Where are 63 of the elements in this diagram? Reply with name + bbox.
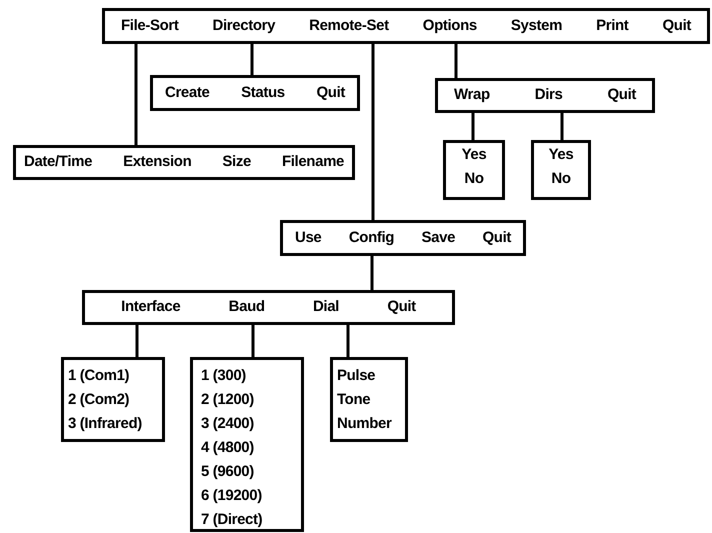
menu-item: Dirs xyxy=(534,86,562,105)
connector-line xyxy=(136,325,138,357)
menu-item: 6 (19200) xyxy=(201,486,263,506)
menu-item: Save xyxy=(422,228,456,248)
menu-item: No xyxy=(464,169,484,189)
menu-bar xyxy=(435,78,655,113)
menu-item: No xyxy=(551,169,571,189)
connector-line xyxy=(134,44,138,145)
menu-bar xyxy=(102,8,710,44)
connector-line xyxy=(454,44,458,78)
option-list xyxy=(61,357,165,442)
menu-item: Config xyxy=(348,228,394,248)
connector-line xyxy=(252,325,254,357)
menu-item: Use xyxy=(295,228,322,248)
menu-item: Remote-Set xyxy=(309,16,389,36)
menu-item: 3 (Infrared) xyxy=(68,414,143,434)
menu-item: Yes xyxy=(548,145,574,165)
connector-line xyxy=(372,44,374,220)
menu-item: 4 (4800) xyxy=(201,438,255,458)
menu-item: 7 (Direct) xyxy=(201,510,264,530)
menu-item: File-Sort xyxy=(121,16,178,36)
menu-bar xyxy=(82,290,455,325)
connector-line xyxy=(370,256,374,290)
menu-item: Quit xyxy=(607,86,636,105)
menu-item: Status xyxy=(241,84,285,102)
menu-item: Quit xyxy=(387,298,416,317)
menu-item: Extension xyxy=(123,153,192,172)
menu-item: Quit xyxy=(316,84,345,102)
menu-item: Print xyxy=(596,16,628,36)
menu-item: 5 (9600) xyxy=(201,462,255,482)
option-list xyxy=(531,140,591,200)
menu-item: Size xyxy=(222,153,251,172)
menu-item: Directory xyxy=(212,16,276,36)
menu-bar xyxy=(13,145,355,180)
menu-item: Options xyxy=(422,16,477,36)
menu-item: Tone xyxy=(337,390,372,410)
connector-line xyxy=(560,113,564,140)
menu-item: 2 (Com2) xyxy=(68,390,130,410)
menu-item: 3 (2400) xyxy=(201,414,255,434)
menu-item: Baud xyxy=(228,298,265,317)
menu-item: 1 (Com1) xyxy=(68,366,130,386)
connector-line xyxy=(346,325,350,357)
menu-item: System xyxy=(510,16,562,36)
menu-item: Quit xyxy=(482,228,511,248)
menu-item: Pulse xyxy=(337,366,376,386)
menu-item: Quit xyxy=(662,16,691,36)
menu-item: Yes xyxy=(462,145,486,165)
menu-item: Wrap xyxy=(454,86,490,105)
menu-item: Filename xyxy=(282,153,344,172)
connector-line xyxy=(250,44,254,75)
menu-item: Interface xyxy=(121,298,180,317)
menu-item: Date/Time xyxy=(24,153,92,172)
option-list xyxy=(330,357,408,442)
menu-bar xyxy=(150,75,360,111)
connector-line xyxy=(472,113,474,140)
menu-item: Dial xyxy=(312,298,339,317)
option-list xyxy=(443,140,505,200)
option-list xyxy=(190,357,304,532)
menu-item: Number xyxy=(337,414,393,434)
menu-item: 1 (300) xyxy=(201,366,247,386)
menu-item: Create xyxy=(165,84,210,102)
menu-bar xyxy=(280,220,526,256)
menu-item: 2 (1200) xyxy=(201,390,255,410)
